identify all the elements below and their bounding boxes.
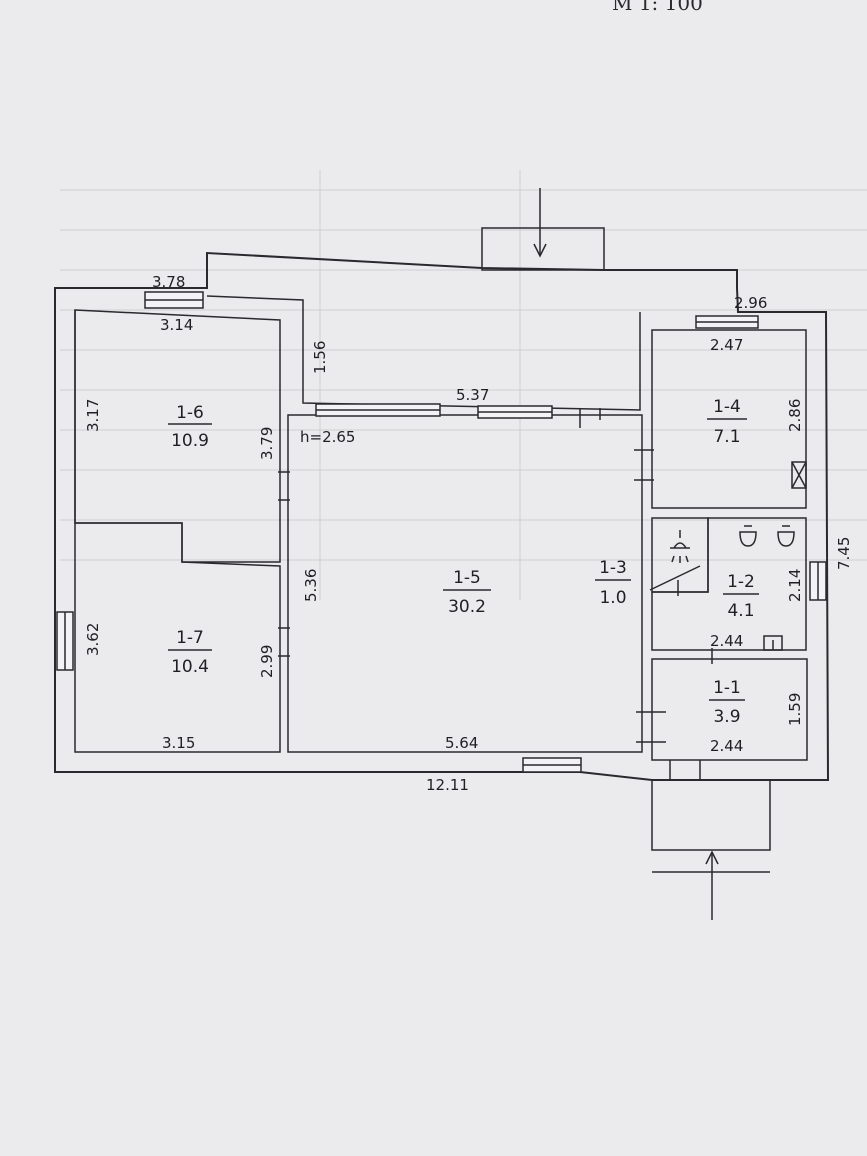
- dim-3-79: 3.79: [258, 427, 276, 460]
- dim-3-17: 3.17: [84, 399, 102, 432]
- shower-icon: [670, 530, 690, 563]
- room-1-2-id: 1-2: [727, 572, 755, 592]
- dim-2-47: 2.47: [710, 336, 743, 354]
- dim-2-44-lower: 2.44: [710, 737, 743, 755]
- room-1-5-area: 30.2: [448, 597, 486, 617]
- toilet-icon: [739, 525, 757, 547]
- ceiling-height-label: h=2.65: [300, 428, 355, 446]
- boiler-icon: [791, 461, 807, 489]
- room-1-6-area: 10.9: [171, 431, 209, 451]
- room-1-7-outline: [74, 522, 281, 753]
- bottom-entry-arrow-icon: [705, 850, 719, 865]
- dim-2-44-upper: 2.44: [710, 632, 743, 650]
- room-1-5-id: 1-5: [453, 568, 481, 588]
- room-1-3-area: 1.0: [599, 588, 626, 608]
- room-1-4-area: 7.1: [713, 427, 740, 447]
- room-1-6-id: 1-6: [176, 403, 204, 423]
- room-1-1-id: 1-1: [713, 678, 741, 698]
- dim-1-56: 1.56: [311, 341, 329, 374]
- dim-1-59: 1.59: [786, 693, 804, 726]
- dim-5-37: 5.37: [456, 386, 489, 404]
- room-1-1-area: 3.9: [713, 707, 740, 727]
- room-1-2-outline: [651, 517, 807, 651]
- room-1-7-id: 1-7: [176, 628, 204, 648]
- room-1-4-outline: [651, 329, 807, 509]
- room-1-3-id: 1-3: [599, 558, 627, 578]
- dim-2-14: 2.14: [786, 569, 804, 602]
- room-1-7-area: 10.4: [171, 657, 209, 677]
- top-entry-arrow-icon: [533, 243, 547, 258]
- room-1-5-outline: [287, 414, 643, 753]
- sink-icon: [777, 525, 795, 547]
- dim-3-78: 3.78: [152, 273, 185, 291]
- room-1-2-area: 4.1: [727, 601, 754, 621]
- scale-label: М 1: 100: [612, 0, 703, 15]
- dim-5-36: 5.36: [302, 569, 320, 602]
- dim-5-64: 5.64: [445, 734, 478, 752]
- room-1-1-outline: [651, 658, 808, 761]
- outer-wall: [54, 251, 830, 781]
- bottom-entrance-porch: [651, 779, 771, 851]
- boiler-icon-cross: [791, 461, 807, 489]
- dim-7-45: 7.45: [835, 537, 853, 570]
- dim-3-14: 3.14: [160, 316, 193, 334]
- dim-2-99: 2.99: [258, 645, 276, 678]
- bleed-through-table: [60, 170, 867, 600]
- dim-2-86: 2.86: [786, 399, 804, 432]
- dim-12-11: 12.11: [426, 776, 469, 794]
- top-entrance-porch: [481, 227, 605, 271]
- dim-2-96: 2.96: [734, 294, 767, 312]
- room-1-3-leader: [649, 565, 701, 591]
- dim-3-15: 3.15: [162, 734, 195, 752]
- top-wall-inner: [206, 295, 641, 411]
- dim-3-62: 3.62: [84, 623, 102, 656]
- room-1-4-id: 1-4: [713, 397, 741, 417]
- door-marks: [278, 408, 713, 780]
